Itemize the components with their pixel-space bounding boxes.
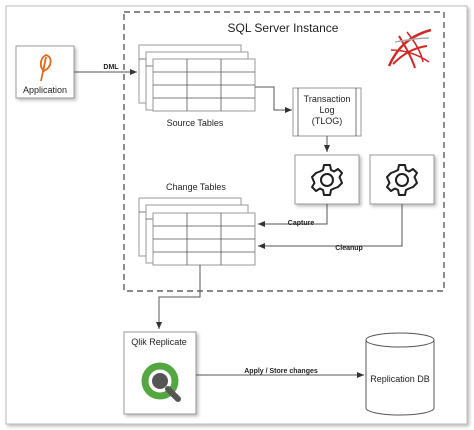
cleanup-job-node (369, 154, 435, 205)
transaction-log-node: Transaction Log (TLOG) (292, 87, 362, 137)
change-tables-label: Change Tables (166, 182, 226, 192)
capture-arrow (258, 204, 328, 227)
tlog-line-3: (TLOG) (312, 116, 343, 126)
application-node: Application (15, 45, 75, 99)
change-tables-to-qlik-arrow (156, 265, 201, 329)
cleanup-arrow (258, 204, 403, 249)
application-label: Application (23, 85, 67, 95)
apply-label: Apply / Store changes (244, 368, 318, 375)
qlik-replicate-node: Qlik Replicate (123, 331, 197, 415)
capture-label: Capture (288, 220, 315, 227)
qlik-logo-icon (141, 362, 181, 402)
tlog-line-1: Transaction (304, 94, 351, 104)
capture-job-node (294, 154, 360, 205)
instance-title: SQL Server Instance (228, 21, 339, 35)
leaf-icon (39, 54, 52, 82)
replication-db-label: Replication DB (370, 374, 430, 384)
change-table-front (152, 212, 256, 266)
dml-label: DML (103, 64, 119, 71)
replication-db-node: Replication DB (365, 332, 435, 416)
change-tables (138, 197, 256, 266)
sql-server-logo-icon (387, 28, 432, 69)
source-tables-label: Source Tables (167, 118, 224, 128)
qlik-replicate-label: Qlik Replicate (131, 337, 187, 347)
sql-server-instance-boundary (123, 11, 445, 292)
source-table-front (152, 58, 256, 112)
cleanup-label: Cleanup (335, 245, 363, 252)
source-tables (138, 44, 256, 112)
tlog-line-2: Log (319, 105, 334, 115)
source-to-tlog-arrow (255, 86, 292, 113)
